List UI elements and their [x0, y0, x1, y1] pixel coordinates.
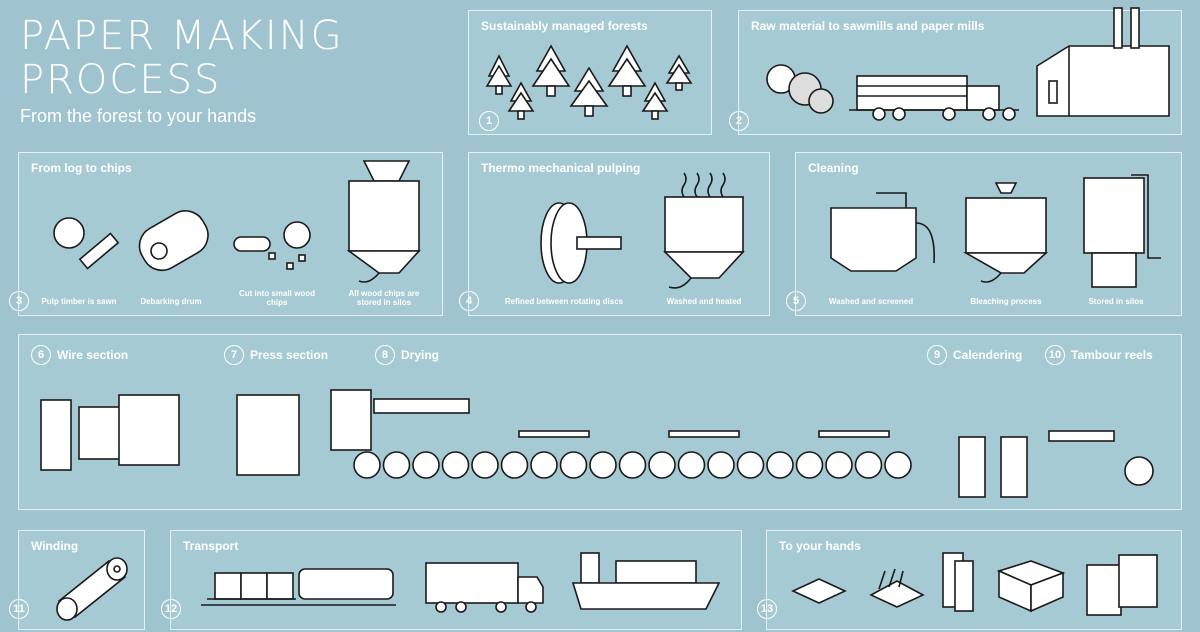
step-number: 2: [729, 111, 749, 131]
label-press-section: 7 Press section: [224, 345, 328, 365]
caption-debarking: Debarking drum: [140, 297, 202, 306]
step-number: 13: [757, 599, 777, 619]
panel-pulping: Thermo mechanical pulping 4 Refined betw…: [459, 152, 770, 316]
caption-silos: All wood chips are stored in silos: [348, 289, 420, 307]
caption-stored-silos: Stored in silos: [1088, 297, 1144, 306]
step-number: 7: [224, 345, 244, 365]
step-number: 4: [459, 291, 479, 311]
drying-cylinder: [736, 451, 765, 479]
drying-cylinder: [382, 451, 411, 479]
caption-saw: Pulp timber is sawn: [41, 297, 117, 306]
page-subtitle: From the forest to your hands: [20, 106, 257, 126]
panel-winding: Winding 11: [9, 530, 145, 630]
step-number: 6: [31, 345, 51, 365]
step-number: 3: [9, 291, 29, 311]
page-title: PAPER MAKING PROCESS: [20, 13, 344, 103]
drying-cylinder: [825, 451, 853, 479]
drying-cylinder: [412, 451, 440, 479]
drying-cylinder: [559, 451, 588, 479]
caption-washed-heated: Washed and heated: [666, 297, 742, 306]
panel-title: Cleaning: [808, 161, 859, 175]
panel-log-to-chips: From log to chips 3 Pulp timber is sawn …: [9, 152, 443, 316]
label-wire-section: 6 Wire section: [31, 345, 128, 365]
drying-cylinder: [500, 451, 529, 479]
label-calendering: 9 Calendering: [927, 345, 1022, 365]
panel-paper-machine: 6 Wire section 7 Press section 8 Drying …: [18, 334, 1182, 510]
paper-machine-illustration: [40, 389, 1154, 498]
label-tambour-reels: 10 Tambour reels: [1045, 345, 1153, 365]
panel-cleaning: Cleaning 5 Washed and screened Bleaching…: [786, 152, 1182, 316]
transport-illustration: [201, 552, 721, 613]
drying-cylinder: [530, 451, 558, 479]
caption-washed-screened: Washed and screened: [828, 297, 914, 306]
panel-title: Transport: [183, 539, 239, 553]
panel-forests: Sustainably managed forests 1: [468, 10, 712, 135]
caption-chips: Cut into small wood chips: [239, 289, 315, 307]
step-number: 8: [375, 345, 395, 365]
cleaning-illustration: [830, 174, 1161, 288]
panel-to-your-hands: To your hands 13: [757, 530, 1182, 630]
drying-cylinder: [353, 451, 381, 479]
pulping-illustration: [540, 172, 745, 289]
paper-products-illustration: [791, 552, 1158, 616]
step-number: 10: [1045, 345, 1065, 365]
drying-cylinder: [471, 451, 499, 479]
caption-bleaching: Bleaching process: [970, 297, 1042, 306]
step-number: 5: [786, 291, 806, 311]
step-number: 9: [927, 345, 947, 365]
panel-title: Winding: [31, 539, 79, 553]
panel-raw-material: Raw material to sawmills and paper mills…: [729, 7, 1182, 135]
drying-cylinder: [707, 451, 735, 479]
drying-cylinder: [677, 451, 706, 479]
drying-cylinder: [854, 451, 883, 479]
panel-title: Raw material to sawmills and paper mills: [751, 19, 985, 33]
sawmill-truck-factory-illustration: [766, 7, 1170, 121]
drying-cylinder: [441, 451, 470, 479]
panel-title: From log to chips: [31, 161, 132, 175]
drying-cylinder: [884, 451, 912, 479]
drying-cylinder: [618, 451, 647, 479]
trees-icon: [485, 44, 693, 120]
panel-transport: Transport 12: [161, 530, 742, 630]
label-drying: 8 Drying: [375, 345, 439, 365]
panel-title: Sustainably managed forests: [481, 19, 648, 33]
step-number: 12: [161, 599, 181, 619]
drying-cylinder: [648, 451, 676, 479]
step-number: 11: [9, 599, 29, 619]
panel-title: Thermo mechanical pulping: [481, 161, 641, 175]
paper-roll-icon: [56, 557, 128, 621]
log-to-chips-illustration: [53, 160, 421, 283]
panel-title: To your hands: [779, 539, 861, 553]
drying-cylinder: [795, 451, 824, 479]
drying-cylinder: [589, 451, 617, 479]
step-number: 1: [479, 111, 499, 131]
drying-cylinder: [766, 451, 794, 479]
caption-refined: Refined between rotating discs: [504, 297, 624, 306]
